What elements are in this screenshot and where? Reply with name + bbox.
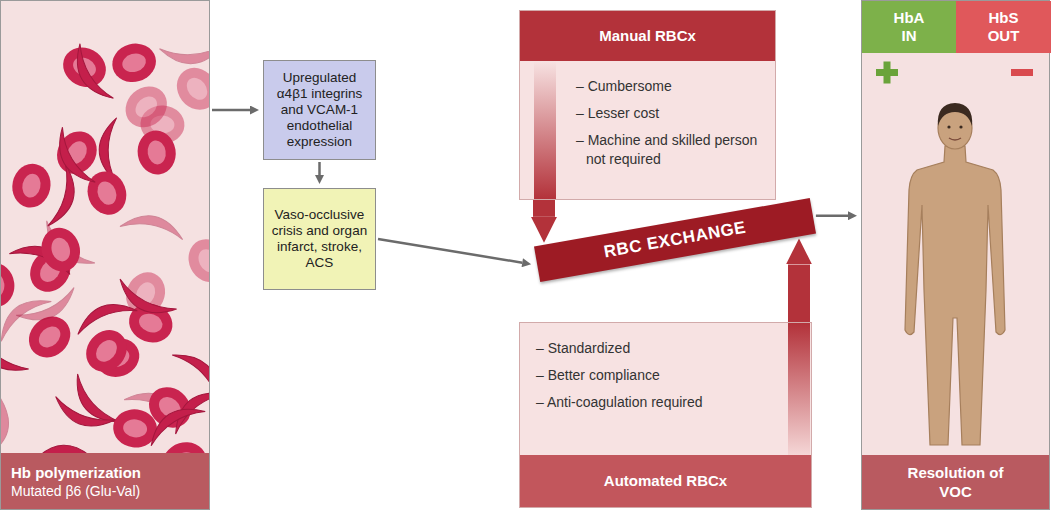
- red-cell: [65, 44, 113, 107]
- minus-sign: [1011, 69, 1033, 76]
- red-cell: [117, 78, 175, 136]
- plus-sign: [876, 62, 898, 84]
- node-text: – Standardized: [520, 339, 811, 358]
- process-box: Upregulated α4β1 integrins and VCAM-1 en…: [263, 60, 376, 160]
- red-cell: [50, 397, 116, 436]
- red-cell: [169, 60, 209, 118]
- cause-panel: Hb polymerizationMutated β6 (Glu-Val): [0, 0, 210, 510]
- method-panel: – Standardized – Better compliance – Anti-…: [519, 322, 812, 508]
- node-text: – Anti-coagulation required: [520, 393, 811, 412]
- node-text: HbS OUT: [982, 9, 1026, 45]
- node-text: – Machine and skilled person not require…: [520, 131, 775, 169]
- hbs-tag: HbS OUT: [956, 1, 1051, 53]
- flow-arrow: [212, 109, 250, 112]
- node-text: Mutated β6 (Glu-Val): [1, 482, 209, 509]
- arrow-shaft: [534, 61, 556, 199]
- red-cell: [36, 223, 85, 276]
- red-cell: [8, 160, 54, 211]
- red-cell: [142, 397, 205, 446]
- hba-tag: HbA IN: [862, 1, 956, 53]
- outcome-box: Vaso-occlusive crisis and organ infarct,…: [263, 188, 376, 290]
- panel-ground: [0, 0, 210, 510]
- panel-ground: [861, 0, 1050, 510]
- human-figure: [905, 103, 1005, 445]
- red-cell: [108, 39, 161, 87]
- arrow-shaft: [788, 323, 810, 455]
- flow-arrow: [816, 214, 848, 217]
- red-cell: [81, 166, 132, 221]
- red-cell: [48, 127, 95, 191]
- node-text: Hb polymerization: [1, 453, 209, 482]
- outcome-panel: Resolution of VOC HbA IN HbS OUT: [861, 0, 1050, 510]
- node-text: Automated RBCx: [520, 455, 811, 507]
- arrow-shaft: [534, 61, 556, 199]
- sickle-cells: [1, 39, 209, 455]
- red-cell: [16, 288, 81, 331]
- red-cell: [160, 44, 209, 65]
- red-cell: [1, 396, 15, 455]
- exchange-arrow: [788, 264, 810, 322]
- red-cell: [120, 210, 186, 240]
- node-text: – Better compliance: [520, 366, 811, 385]
- node-text: Vaso-occlusive crisis and organ infarct,…: [269, 207, 370, 271]
- red-cell: [1, 261, 17, 309]
- red-cell: [112, 279, 177, 324]
- node-text: – Lesser cost: [520, 104, 775, 123]
- red-cell: [165, 380, 209, 434]
- flow-arrow: [318, 162, 321, 175]
- red-cell: [72, 295, 138, 335]
- node-text: RBC EXCHANGE: [602, 218, 747, 263]
- node-text: Resolution of VOC: [862, 455, 1049, 509]
- exchange-banner: RBC EXCHANGE: [534, 198, 816, 282]
- exchange-arrow: [533, 200, 555, 217]
- node-text: HbA IN: [887, 9, 931, 45]
- flow-arrow: [378, 239, 522, 263]
- node-text: – Cumbersome: [520, 77, 775, 96]
- red-cell: [78, 322, 135, 380]
- arrow-shaft: [788, 323, 810, 455]
- method-panel: Manual RBCx – Cumbersome – Lesser cost – Ma…: [519, 10, 776, 200]
- node-text: Manual RBCx: [520, 11, 775, 61]
- red-cell: [182, 233, 209, 289]
- red-cell: [134, 128, 178, 177]
- red-cell: [1, 331, 29, 383]
- node-text: Upregulated α4β1 integrins and VCAM-1 en…: [269, 70, 370, 150]
